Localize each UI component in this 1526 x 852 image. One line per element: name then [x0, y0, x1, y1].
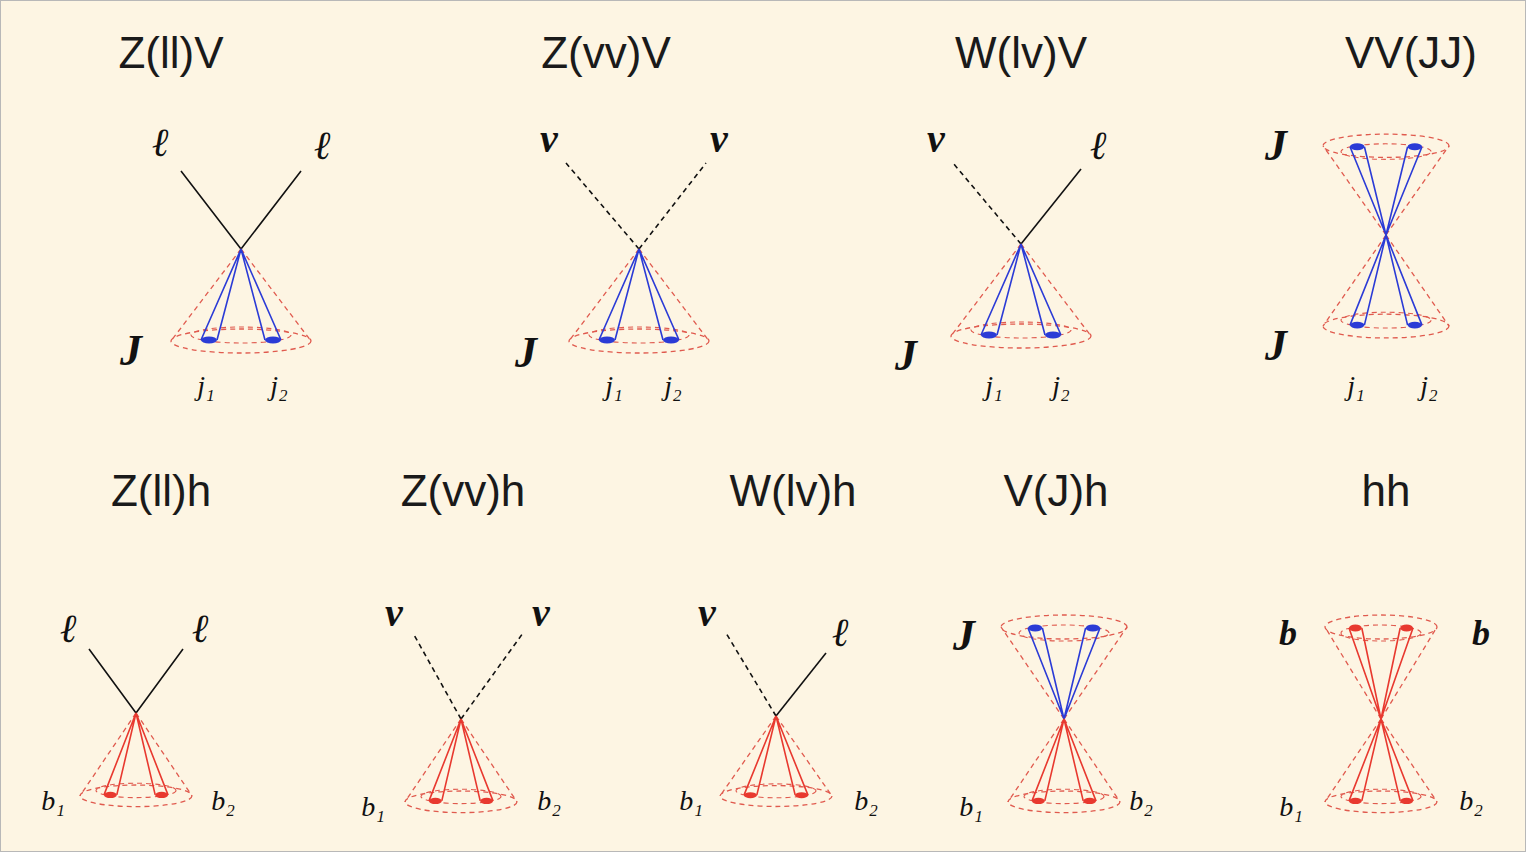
- jet-cone: [171, 249, 311, 353]
- b-jet-cone: [80, 713, 192, 807]
- subjet-label: b₂: [1129, 787, 1153, 815]
- subjet-label: b₂: [854, 787, 878, 815]
- neutrino-line: [566, 163, 706, 249]
- jet-cone: [1001, 615, 1127, 719]
- subjet-label: b₂: [537, 787, 561, 815]
- particle-label: ν: [532, 593, 550, 633]
- particle-label: ν: [540, 119, 558, 159]
- subjet-label: b₁: [679, 787, 703, 815]
- jet-label: J: [1265, 324, 1287, 368]
- jet-cone: [569, 249, 709, 353]
- lepton-line: [89, 649, 183, 713]
- particle-label: ℓ: [60, 609, 77, 649]
- particle-label: ℓ: [1090, 126, 1107, 166]
- subjet-label: b₁: [41, 787, 65, 815]
- panel-title: Z(vv)V: [541, 31, 671, 75]
- subjet-label: b₁: [959, 793, 983, 821]
- particle-label: ℓ: [314, 126, 331, 166]
- subjet-label: j₁: [605, 372, 623, 400]
- jet-cone: [951, 244, 1091, 348]
- subjet-label: j₂: [1420, 372, 1438, 400]
- b-jet-cone: [1325, 719, 1437, 813]
- lepton-line: [1021, 169, 1081, 244]
- subjet-label: b₁: [1279, 793, 1303, 821]
- subjet-label: b₂: [1459, 787, 1483, 815]
- panel-title: Z(ll)h: [111, 469, 211, 513]
- particle-label: b: [1279, 615, 1297, 651]
- jet-label: J: [120, 329, 142, 373]
- jet-label: J: [515, 331, 537, 375]
- subjet-label: j₂: [664, 372, 682, 400]
- subjet-label: j₂: [1052, 372, 1070, 400]
- subjet-label: b₁: [361, 793, 385, 821]
- b-jet-cone: [720, 716, 832, 806]
- lepton-line: [181, 171, 301, 249]
- jet-label: J: [1265, 124, 1287, 168]
- subjet-label: j₂: [270, 372, 288, 400]
- particle-label: b: [1472, 615, 1490, 651]
- panel-title: V(J)h: [1003, 469, 1108, 513]
- subjet-label: j₁: [197, 372, 215, 400]
- b-jet-cone: [1325, 615, 1437, 719]
- b-jet-cone: [405, 719, 517, 813]
- particle-label: ν: [710, 119, 728, 159]
- jet-cone: [1323, 235, 1449, 338]
- lepton-line: [776, 653, 826, 716]
- particle-label: ℓ: [192, 609, 209, 649]
- particle-label: ν: [927, 119, 945, 159]
- particle-label: ℓ: [152, 123, 169, 163]
- neutrino-line: [413, 633, 523, 719]
- subjet-label: j₁: [1347, 372, 1365, 400]
- panel-title: Z(vv)h: [401, 469, 526, 513]
- panel-title: VV(JJ): [1345, 31, 1477, 75]
- panel-title: Z(ll)V: [118, 31, 223, 75]
- particle-label: ν: [385, 593, 403, 633]
- jet-label: J: [953, 614, 975, 658]
- panel-title: W(lv)V: [955, 31, 1087, 75]
- particle-label: ν: [698, 593, 716, 633]
- jet-cone: [1323, 134, 1449, 235]
- jet-label: J: [895, 334, 917, 378]
- subjet-label: b₂: [211, 787, 235, 815]
- neutrino-line: [953, 163, 1021, 244]
- panel-title: hh: [1362, 469, 1411, 513]
- subjet-label: j₁: [985, 372, 1003, 400]
- b-jet-cone: [1008, 719, 1120, 813]
- particle-label: ℓ: [832, 613, 849, 653]
- panel-title: W(lv)h: [729, 469, 856, 513]
- neutrino-line: [726, 633, 776, 716]
